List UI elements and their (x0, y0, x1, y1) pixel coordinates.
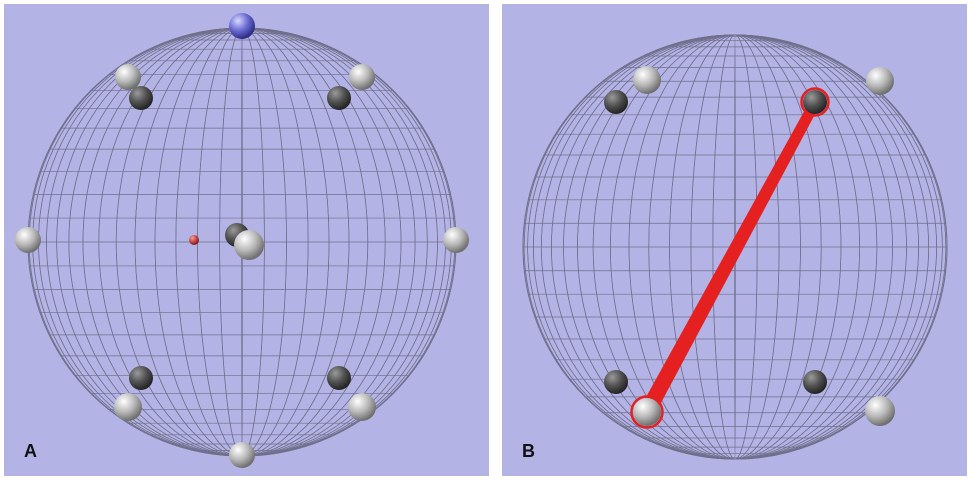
panel-a: A (4, 4, 489, 476)
sphere-upper-right-light (866, 67, 894, 95)
sphere-lower-left-light (114, 393, 142, 421)
sphere-highlight-top-dark (800, 87, 830, 117)
highlight-bond (640, 98, 821, 416)
sphere-highlight-bottom-light (630, 395, 664, 429)
panel-b: B (502, 4, 967, 476)
sphere-upper-left-dark (129, 86, 153, 110)
sphere-upper-left-light (633, 66, 661, 94)
sphere-upper-right-dark (327, 86, 351, 110)
sphere-upper-left-light (115, 64, 141, 90)
sphere-lower-right-dark (327, 366, 351, 390)
sphere-upper-right-light (349, 64, 375, 90)
sphere-lower-right-light (348, 393, 376, 421)
sphere-center-light (234, 230, 264, 260)
wireframe-sphere-a (15, 13, 469, 468)
sphere-bottom-light (229, 442, 255, 468)
sphere-upper-left-dark (604, 90, 628, 114)
sphere-lower-left-dark (129, 366, 153, 390)
sphere-lower-left-dark (604, 370, 628, 394)
sphere-top-blue (229, 13, 255, 39)
sphere-lower-right-light (865, 396, 895, 426)
sphere-small-red (189, 235, 199, 245)
sphere-right-light (443, 227, 469, 253)
sphere-left-light (15, 227, 41, 253)
sphere-lower-right-dark (803, 370, 827, 394)
panel-label-a: A (24, 441, 37, 461)
wireframe-sphere-b (522, 34, 948, 460)
panel-label-b: B (522, 441, 535, 461)
